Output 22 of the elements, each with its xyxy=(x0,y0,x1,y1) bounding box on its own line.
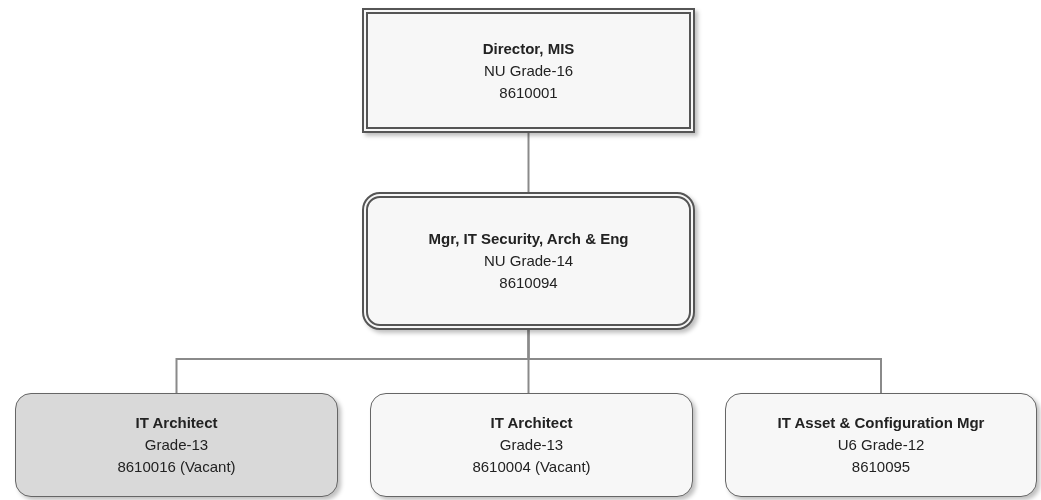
job-title: IT Asset & Configuration Mgr xyxy=(777,413,985,433)
position-box xyxy=(15,393,338,497)
position-box xyxy=(370,393,693,497)
grade-text: U6 Grade-12 xyxy=(837,435,925,455)
grade-text: NU Grade-14 xyxy=(483,251,574,271)
position-number: 8610094 xyxy=(499,273,558,293)
job-title: IT Architect xyxy=(490,413,573,433)
connector-line xyxy=(527,329,882,394)
position-number: 8610001 xyxy=(499,82,558,103)
grade-text: NU Grade-16 xyxy=(483,60,574,81)
grade-text: Grade-13 xyxy=(144,435,209,455)
position-box xyxy=(362,8,695,133)
position-number: 8610095 xyxy=(851,457,911,477)
position-number: 8610016 (Vacant) xyxy=(117,457,236,477)
position-number: 8610004 (Vacant) xyxy=(472,457,591,477)
job-title: Director, MIS xyxy=(482,38,575,59)
job-title: Mgr, IT Security, Arch & Eng xyxy=(428,229,629,249)
position-box xyxy=(362,192,695,330)
connector-line xyxy=(527,132,530,193)
position-box xyxy=(725,393,1037,497)
job-title: IT Architect xyxy=(135,413,218,433)
grade-text: Grade-13 xyxy=(499,435,564,455)
